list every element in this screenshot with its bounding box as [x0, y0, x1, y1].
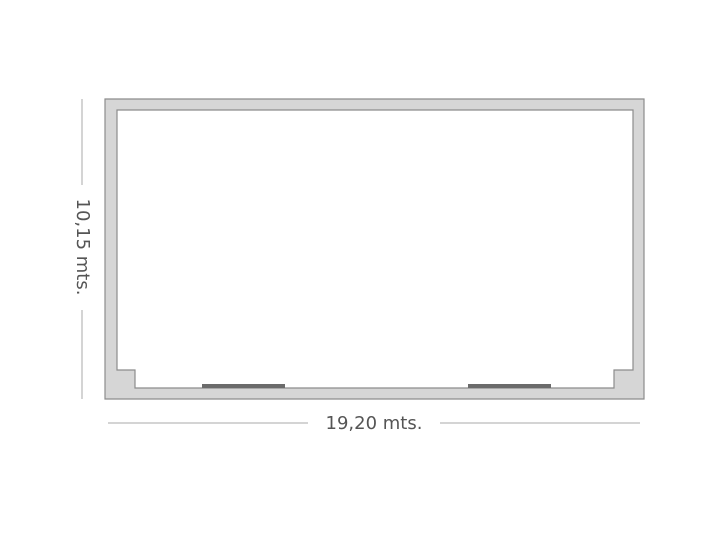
height-dimension: 10,15 mts. [72, 99, 93, 399]
door-right [468, 384, 551, 388]
height-label: 10,15 mts. [72, 199, 93, 296]
room-walls [104, 98, 645, 400]
door-left [202, 384, 285, 388]
width-label: 19,20 mts. [326, 413, 423, 434]
width-dimension: 19,20 mts. [108, 413, 640, 434]
